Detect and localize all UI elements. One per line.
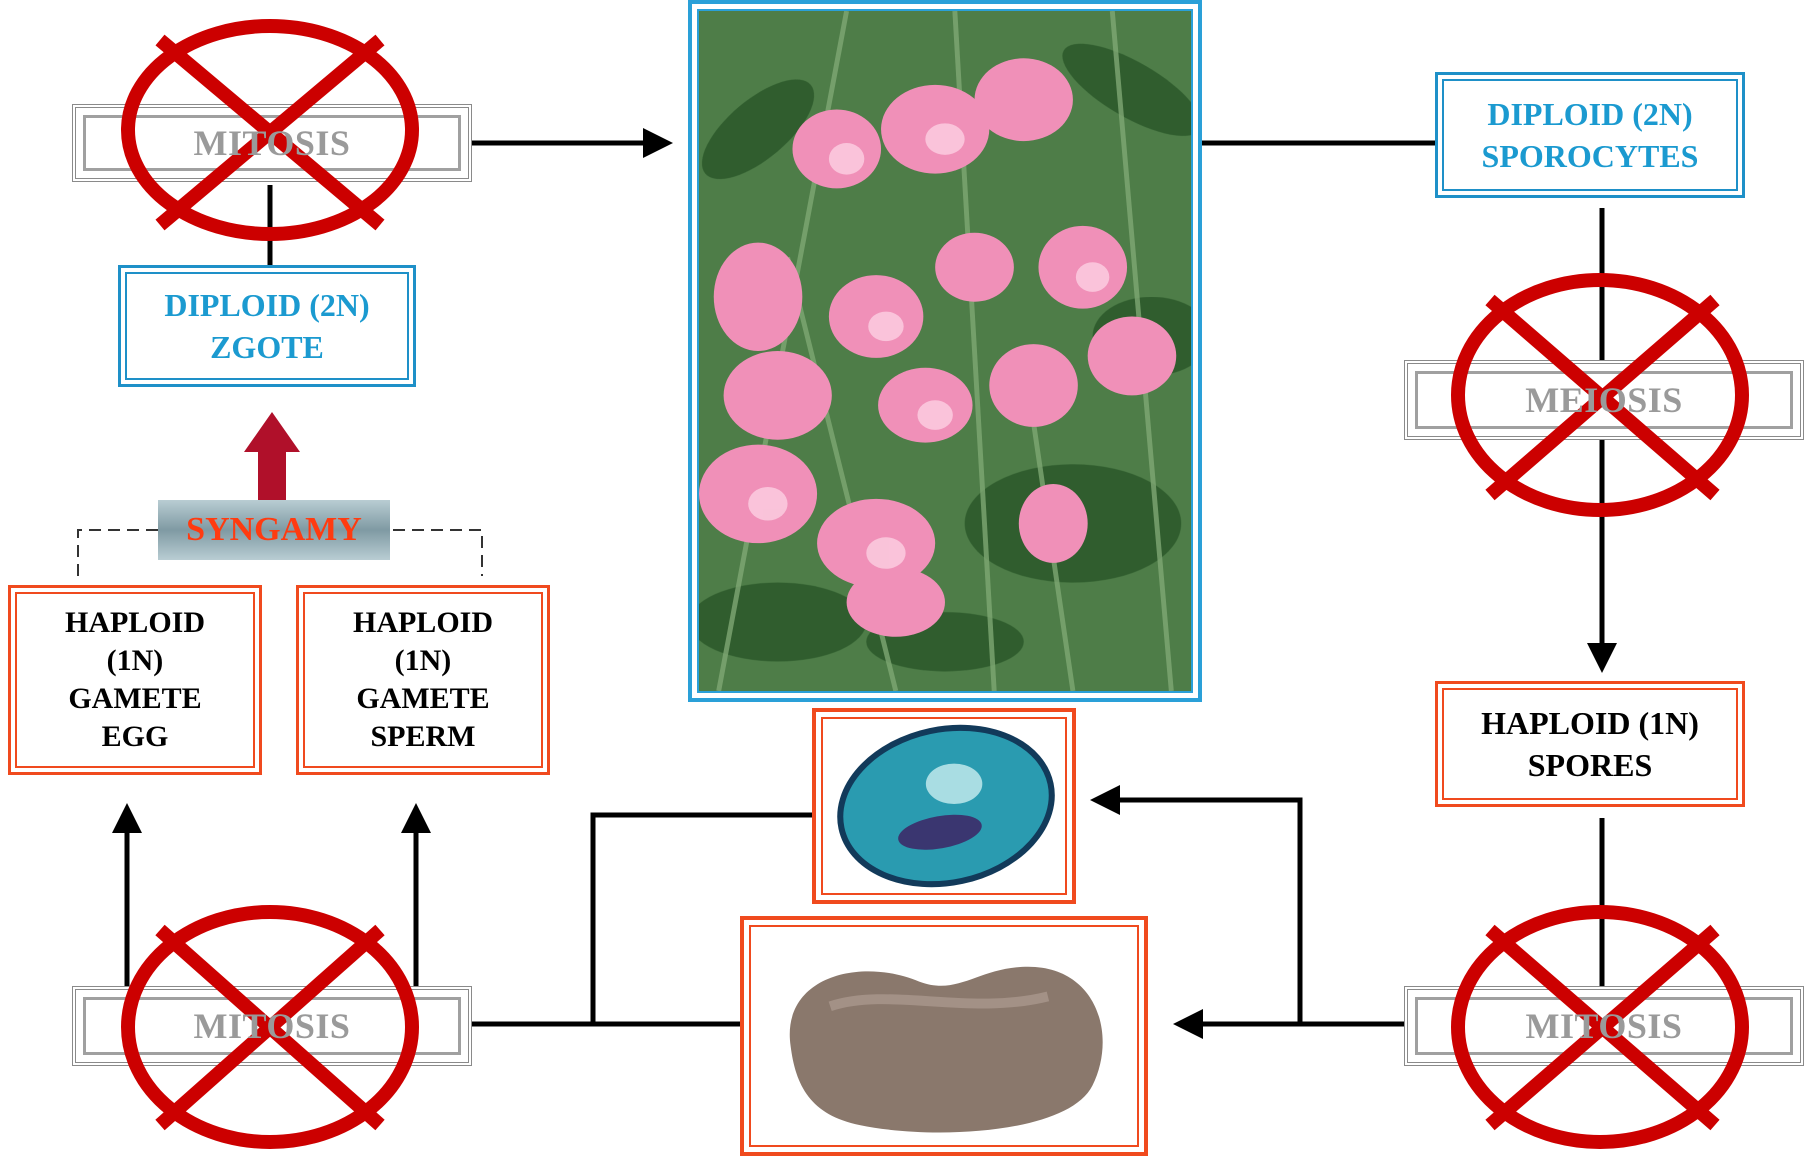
mitosis-bottom-right-label: MITOSIS [1526,1005,1683,1047]
mitosis-bottom-left-label: MITOSIS [194,1005,351,1047]
meiosis-label: MEIOSIS [1525,379,1683,421]
mitosis-top-left-label: MITOSIS [194,122,351,164]
